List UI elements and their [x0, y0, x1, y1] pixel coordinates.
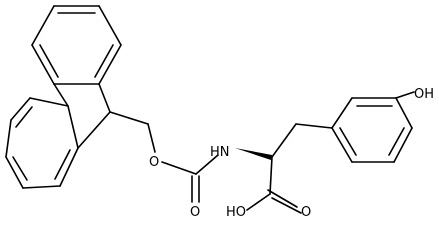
acid-oxygen-label: O [301, 205, 311, 220]
carboxyl [246, 189, 302, 214]
nh-label: HN [210, 145, 230, 160]
phenol-hydroxyl-label: OH [414, 87, 434, 102]
phenol-ring [331, 91, 415, 163]
ether-oxygen-label: O [149, 155, 159, 170]
carbonyl-oxygen-label: O [190, 205, 200, 220]
side-chain [295, 123, 333, 129]
carbamate [161, 154, 219, 203]
fluorene-lower-ring-visible [5, 97, 79, 189]
molecule-drawing: HN O O HO O OH [5, 5, 434, 220]
structure-canvas: HN O O HO O OH [5, 5, 434, 220]
fmoc-linker [109, 111, 156, 153]
alpha-carbon [235, 123, 297, 195]
acid-hydroxyl-label: HO [226, 205, 246, 220]
stereo-wedge [235, 148, 272, 160]
fluorene-upper-ring [31, 5, 122, 85]
fluorene-five-ring [53, 83, 111, 149]
